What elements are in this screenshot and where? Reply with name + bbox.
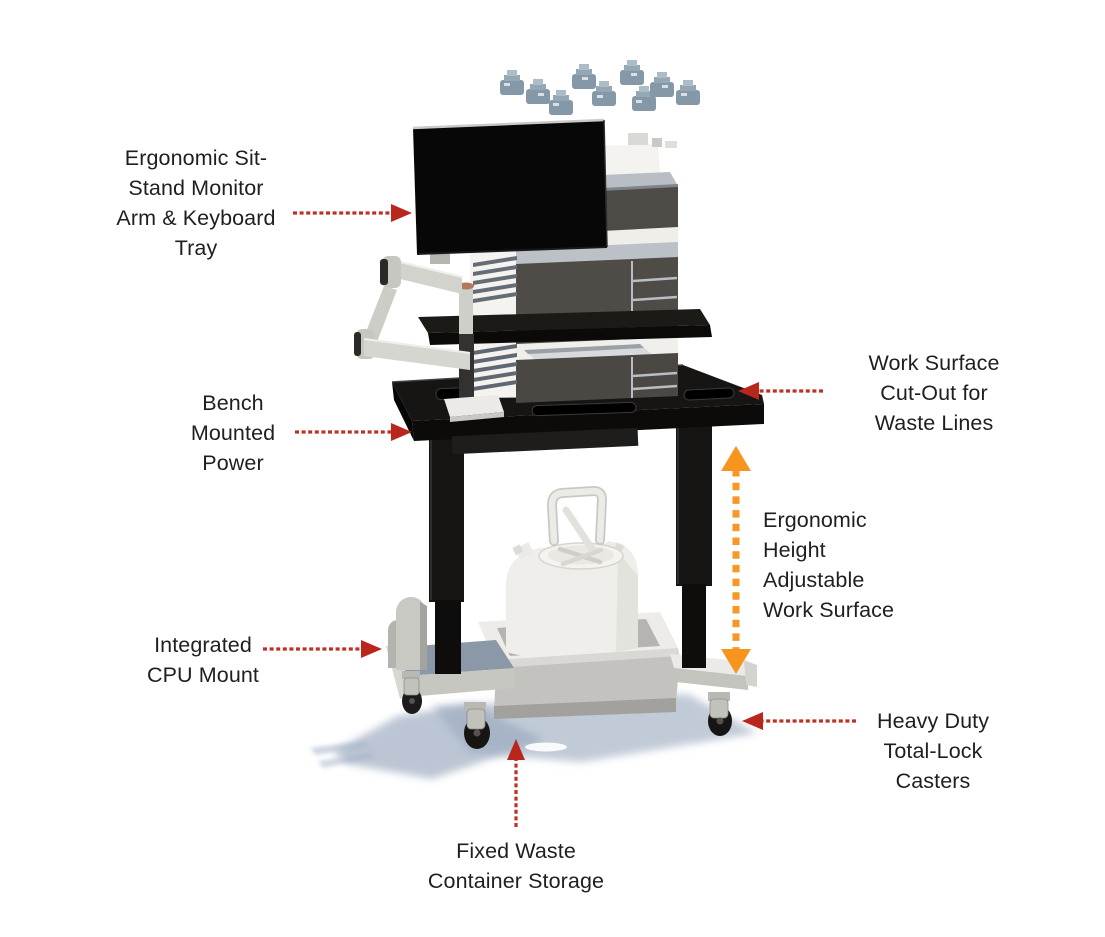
monitor-arm [354, 246, 471, 370]
label-line: CPU Mount [146, 663, 260, 687]
keyboard-tray [418, 309, 712, 345]
label-casters: Heavy Duty Total-Lock Casters [863, 706, 1003, 796]
label-line: Work Surface [868, 351, 1000, 375]
caster-front-left [464, 702, 490, 749]
waste-line-cutouts [435, 386, 735, 417]
label-line: Heavy Duty [876, 709, 990, 733]
label-line: Power [202, 451, 264, 475]
label-line: Bench [202, 391, 264, 415]
containment-tray-front [494, 648, 680, 719]
monitor [412, 118, 608, 255]
arrowhead-height-adjust-up [721, 446, 751, 471]
label-line: Integrated [154, 633, 252, 657]
arrowhead-cpu-mount [361, 640, 382, 658]
label-cpu-mount: Integrated CPU Mount [133, 630, 273, 690]
label-line: Ergonomic Sit- [124, 146, 268, 170]
arrowhead-waste-storage [507, 739, 525, 760]
label-line: Container Storage [427, 869, 605, 893]
label-waste-storage: Fixed Waste Container Storage [401, 836, 631, 896]
caster-back-left [402, 671, 422, 714]
label-line: Tray [174, 236, 218, 260]
label-work-surface-cutout: Work Surface Cut-Out for Waste Lines [845, 348, 1023, 438]
label-line: Ergonomic [763, 508, 867, 532]
label-line: Mounted [190, 421, 276, 445]
label-bench-power: Bench Mounted Power [168, 388, 298, 478]
chassis-fins-upper [473, 256, 517, 303]
carboy-port-left [512, 541, 534, 560]
label-line: Cut-Out for [880, 381, 988, 405]
label-line: Stand Monitor [128, 176, 264, 200]
carboy-handle [546, 485, 608, 567]
label-line: Work Surface [763, 598, 895, 622]
arrowhead-monitor-arm [391, 204, 412, 222]
arrowhead-casters [742, 712, 763, 730]
annotation-arrows [263, 204, 856, 827]
lift-columns [429, 414, 712, 674]
tray-pole [444, 282, 504, 422]
label-monitor-arm: Ergonomic Sit- Stand Monitor Arm & Keybo… [90, 143, 302, 263]
arrowhead-cutout [738, 382, 759, 400]
label-line: Waste Lines [874, 411, 994, 435]
label-line: Arm & Keyboard [116, 206, 276, 230]
label-line: Casters [895, 769, 971, 793]
arrowhead-bench-power [391, 423, 412, 441]
casters [402, 671, 732, 749]
label-height-adjustable: Ergonomic Height Adjustable Work Surface [763, 505, 933, 625]
cpu-mount [388, 597, 427, 670]
chassis-fins-lower [473, 344, 517, 391]
power-strip [451, 427, 639, 455]
caster-right [708, 692, 732, 736]
label-line: Height [763, 538, 826, 562]
arrowhead-height-adjust-down [721, 649, 751, 674]
label-line: Fixed Waste [456, 839, 576, 863]
label-line: Adjustable [763, 568, 865, 592]
label-line: Total-Lock [883, 739, 983, 763]
waste-container [506, 485, 638, 660]
solvent-vials [500, 60, 700, 115]
